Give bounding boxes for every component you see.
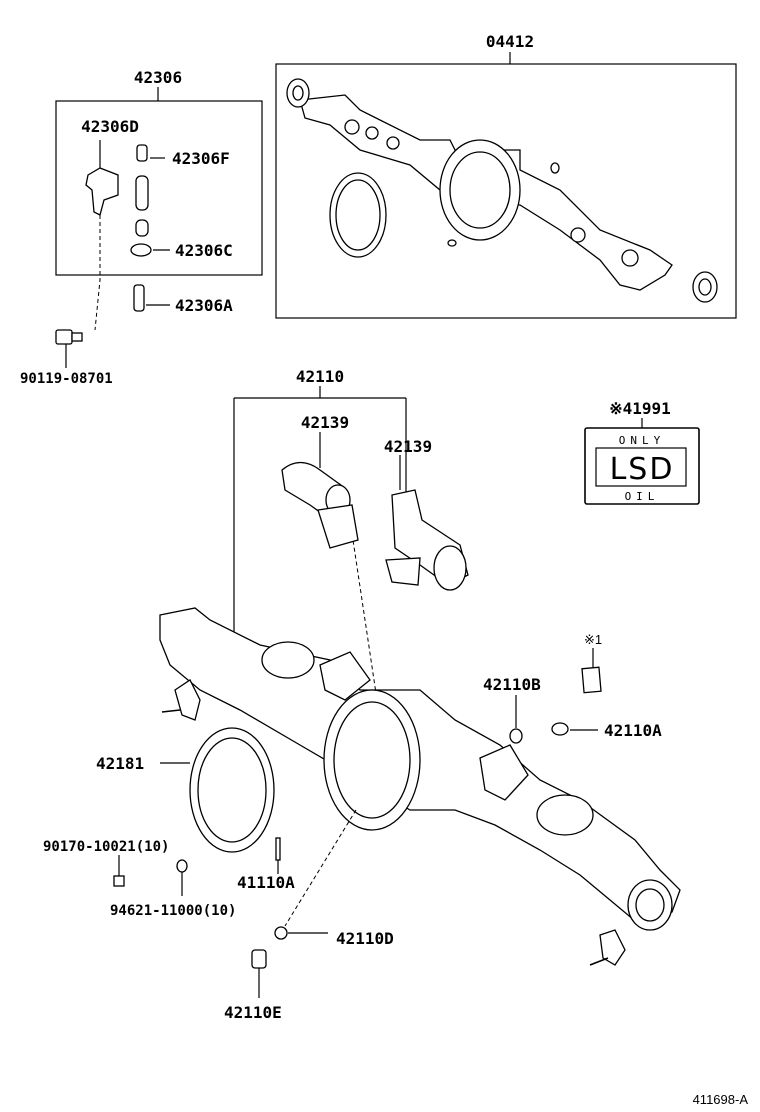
label-42181: 42181: [96, 754, 144, 773]
lsd-oil-plate: ONLY LSD OIL: [584, 418, 700, 505]
plate-bottom-text: OIL: [625, 490, 660, 503]
label-42306A: 42306A: [175, 296, 233, 315]
breather-plug: [133, 284, 170, 312]
label-42306F: 42306F: [172, 149, 230, 168]
label-42110B: 42110B: [483, 675, 541, 694]
label-note1: ※1: [584, 632, 602, 647]
plate-top-text: ONLY: [619, 434, 666, 447]
cover-gasket: [160, 727, 275, 853]
label-42110D: 42110D: [336, 929, 394, 948]
label-42139-right: 42139: [384, 437, 432, 456]
figure-reference: 411698-A: [693, 1092, 749, 1107]
label-04412: 04412: [486, 32, 534, 51]
label-41991: ※41991: [609, 399, 671, 418]
label-90119-08701: 90119-08701: [20, 371, 113, 387]
hardware: [113, 648, 602, 998]
housing-leaders: [233, 386, 407, 721]
label-42306D: 42306D: [81, 117, 139, 136]
label-42110E: 42110E: [224, 1003, 282, 1022]
gasket-kit-box: [275, 52, 737, 319]
label-42306: 42306: [134, 68, 182, 87]
label-94621-11000: 94621-11000(10): [110, 903, 236, 919]
bolt-90119: [55, 329, 83, 368]
plate-main-text: LSD: [610, 452, 675, 487]
label-42139-left: 42139: [301, 413, 349, 432]
label-42110: 42110: [296, 367, 344, 386]
label-42110A: 42110A: [604, 721, 662, 740]
label-42306C: 42306C: [175, 241, 233, 260]
flange-left: [281, 461, 359, 549]
breather-kit-box: [55, 87, 263, 331]
flange-right: [385, 489, 469, 591]
axle-housing: [159, 607, 681, 966]
label-90170-10021: 90170-10021(10): [43, 839, 169, 855]
label-41110A: 41110A: [237, 873, 295, 892]
